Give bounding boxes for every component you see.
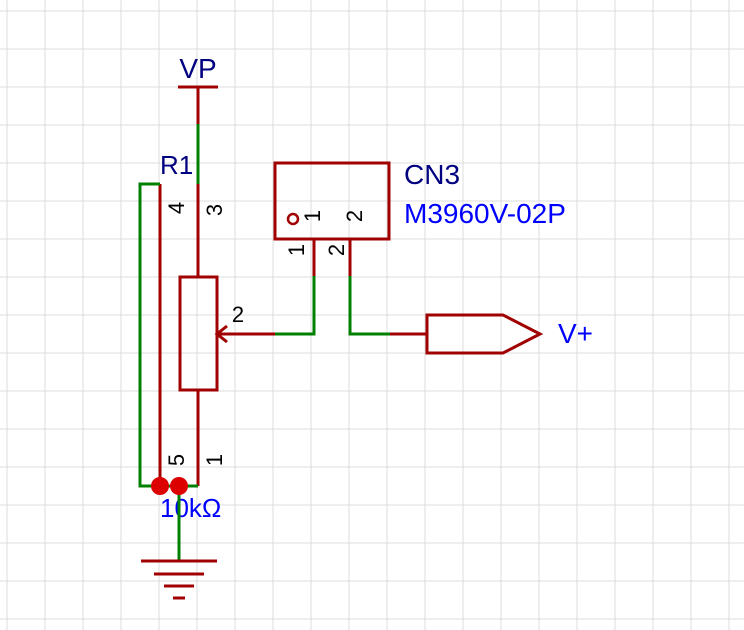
resistor-pin2-number: 2 <box>232 302 244 327</box>
resistor-pin5-number: 5 <box>164 454 189 466</box>
connector-pin2-outer-number: 2 <box>324 244 349 256</box>
wire-wiper-to-cn3-pin1[interactable] <box>275 276 316 336</box>
resistor-r1[interactable]: 4 3 2 5 1 R1 10kΩ <box>158 124 275 523</box>
net-port-vplus[interactable]: V+ <box>425 313 593 355</box>
connector-part-number: M3960V-02P <box>404 198 566 229</box>
resistor-pin4-number: 4 <box>164 202 189 214</box>
resistor-body <box>178 275 219 392</box>
resistor-wiper-arrow <box>214 324 228 344</box>
resistor-value: 10kΩ <box>160 493 221 523</box>
connector-pin2-inner-number: 2 <box>342 210 367 222</box>
connector-designator: CN3 <box>404 159 460 190</box>
junction-dot-right[interactable] <box>170 477 188 495</box>
junction-dot-left[interactable] <box>151 477 169 495</box>
connector-pin1-outer-number: 1 <box>284 244 309 256</box>
net-port-shape <box>425 313 544 355</box>
power-port-vp[interactable]: VP <box>178 53 218 124</box>
ground-symbol[interactable] <box>141 559 217 600</box>
resistor-designator: R1 <box>160 150 193 180</box>
connector-pin1-marker <box>286 212 300 226</box>
net-port-label: V+ <box>558 318 593 349</box>
resistor-pin1-number: 1 <box>202 454 227 466</box>
connector-body <box>273 161 391 241</box>
wire-pin4-loop[interactable] <box>138 182 198 488</box>
power-port-label: VP <box>179 53 216 84</box>
wire-cn3-pin2-to-vplus[interactable] <box>348 276 390 336</box>
resistor-pin3-number: 3 <box>202 204 227 216</box>
connector-cn3[interactable]: 1 2 1 2 CN3 M3960V-02P <box>273 159 566 276</box>
connector-pin1-inner-number: 1 <box>300 210 325 222</box>
